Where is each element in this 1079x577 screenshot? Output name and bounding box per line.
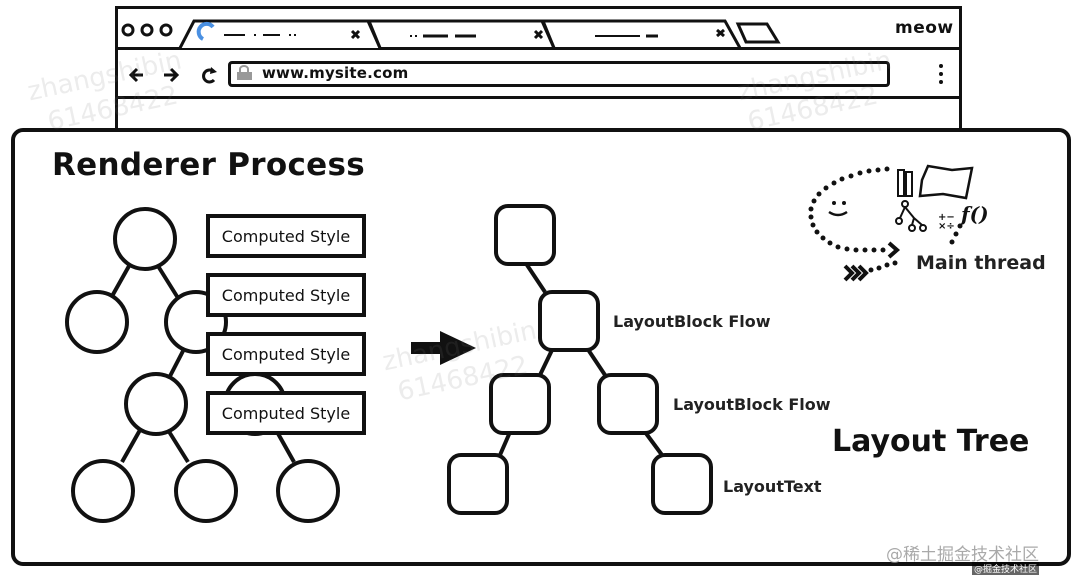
layout-tree-title: Layout Tree bbox=[832, 424, 1030, 459]
source-credit: @稀土掘金技术社区 bbox=[886, 545, 1039, 565]
computed-style-box: Computed Style bbox=[206, 332, 366, 376]
main-thread-label: Main thread bbox=[916, 252, 1046, 274]
renderer-process-panel bbox=[11, 128, 1071, 566]
profile-name: meow bbox=[895, 18, 954, 38]
source-credit-small: @掘金技术社区 bbox=[971, 562, 1039, 575]
window-close-dot-icon[interactable] bbox=[121, 23, 135, 37]
url-text[interactable]: www.mysite.com bbox=[262, 64, 409, 82]
window-controls[interactable] bbox=[121, 23, 173, 37]
toolbar-divider bbox=[115, 96, 962, 99]
tab-2-close-icon[interactable] bbox=[533, 29, 544, 40]
tab-1-close-icon[interactable] bbox=[350, 29, 361, 40]
forward-arrow-icon[interactable] bbox=[164, 67, 180, 83]
browser-chrome-graphics bbox=[121, 19, 943, 84]
renderer-process-title: Renderer Process bbox=[52, 147, 365, 183]
new-tab-icon[interactable] bbox=[735, 22, 781, 44]
computed-style-box: Computed Style bbox=[206, 391, 366, 435]
computed-style-box: Computed Style bbox=[206, 214, 366, 258]
tab-3-outline[interactable] bbox=[541, 19, 742, 49]
layout-block-flow-label: LayoutBlock Flow bbox=[613, 312, 771, 331]
tab-bar-divider bbox=[115, 47, 962, 50]
browser-window-frame bbox=[115, 6, 962, 136]
layout-block-flow-label: LayoutBlock Flow bbox=[673, 395, 831, 414]
window-minimize-dot-icon[interactable] bbox=[140, 23, 154, 37]
address-bar[interactable] bbox=[228, 61, 890, 87]
layout-text-label: LayoutText bbox=[723, 477, 822, 496]
menu-kebab-icon[interactable] bbox=[939, 64, 943, 84]
window-maximize-dot-icon[interactable] bbox=[159, 23, 173, 37]
lock-icon bbox=[237, 65, 252, 80]
reload-icon[interactable] bbox=[202, 67, 217, 84]
back-arrow-icon[interactable] bbox=[128, 67, 143, 83]
computed-style-box: Computed Style bbox=[206, 273, 366, 317]
tab-3-close-icon[interactable] bbox=[716, 28, 725, 38]
loading-spinner-icon bbox=[196, 21, 215, 41]
